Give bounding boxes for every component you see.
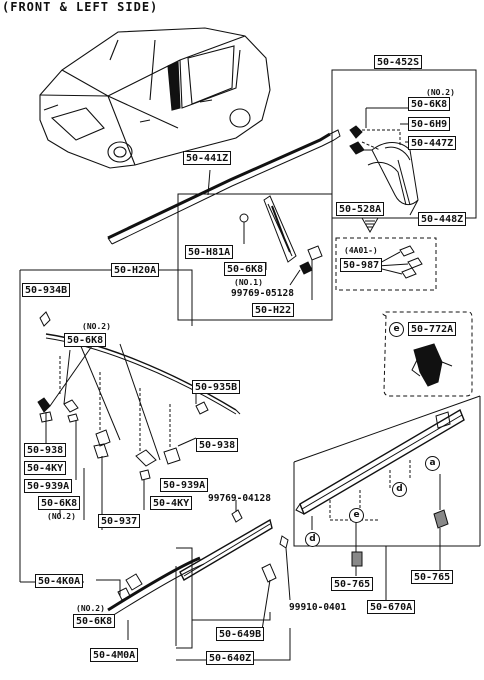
note-no2-bottom: (NO.2) [76,604,105,613]
roof-molding [107,129,341,245]
part-label-50-452s: 50-452S [374,55,423,69]
left-bracket [19,269,241,583]
part-label-50-765-right: 50-765 [411,570,454,584]
part-label-50-441z: 50-441Z [183,151,232,165]
box-452s [331,64,477,291]
box-h20a [160,193,333,321]
part-label-50-649b: 50-649B [216,627,265,641]
note-no2-low: (NO.2) [47,512,76,521]
part-label-50-h20a: 50-H20A [111,263,160,277]
part-label-50-937: 50-937 [98,514,141,528]
callout-e-mid: e [349,508,364,523]
part-label-50-528a: 50-528A [336,202,385,216]
callout-d-low: d [305,532,320,547]
part-label-50-939a-right: 50-939A [160,478,209,492]
part-label-50-4m0a: 50-4M0A [90,648,139,662]
door-molding-front [96,556,205,640]
part-label-50-447z: 50-447Z [408,136,457,150]
part-label-50-h81a: 50-H81A [185,245,234,259]
van-illustration [39,27,271,169]
part-label-50-4k0a: 50-4K0A [35,574,84,588]
door-molding-rear [293,395,481,600]
part-label-50-939a-left: 50-939A [24,479,73,493]
fastener-99910-0401: 99910-0401 [289,602,347,613]
part-label-50-6k8-mid: 50-6K8 [224,262,267,276]
part-label-50-6k8-bottom: 50-6K8 [73,614,116,628]
part-label-50-h22: 50-H22 [252,303,295,317]
part-label-50-938-right: 50-938 [196,438,239,452]
note-no2-top: (NO.2) [426,88,455,97]
callout-a-top: a [425,456,440,471]
part-label-50-6h9: 50-6H9 [408,117,451,131]
box-772a [382,311,473,397]
callout-d-mid: d [392,482,407,497]
part-label-50-4ky-right: 50-4KY [150,496,193,510]
part-label-50-772a: 50-772A [408,322,457,336]
part-label-50-448z: 50-448Z [418,212,467,226]
part-label-50-6k8-low: 50-6K8 [38,496,81,510]
callout-e-box: e [389,322,404,337]
part-label-50-6k8-left: 50-6K8 [64,333,107,347]
note-4a01: (4A01-) [344,246,378,255]
part-label-50-938-left: 50-938 [24,443,67,457]
fastener-99769-04128: 99769-04128 [208,493,271,504]
part-label-50-987: 50-987 [340,258,383,272]
part-label-50-640z: 50-640Z [206,651,255,665]
part-label-50-4ky-left: 50-4KY [24,461,67,475]
part-label-50-670a: 50-670A [367,600,416,614]
part-label-50-934b: 50-934B [22,283,71,297]
part-label-50-765-left: 50-765 [331,577,374,591]
fastener-99769-05128: 99769-05128 [231,288,294,299]
note-no1: (NO.1) [234,278,263,287]
part-label-50-6k8-top: 50-6K8 [408,97,451,111]
note-no2-left: (NO.2) [82,322,111,331]
part-label-50-935b: 50-935B [192,380,241,394]
diagram-title: (FRONT & LEFT SIDE) [2,0,159,14]
